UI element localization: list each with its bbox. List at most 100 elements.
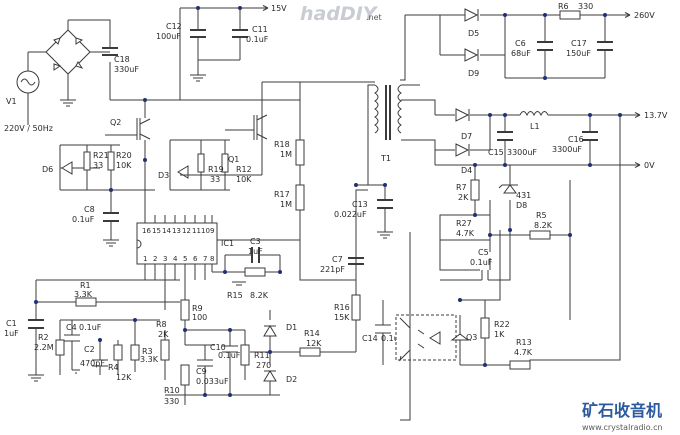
r6-ref: R6	[558, 2, 569, 11]
feedback-network	[439, 165, 621, 370]
ic1-chip	[136, 205, 218, 280]
r21-value: 33	[93, 161, 103, 170]
c13-value: 0.022uF	[334, 210, 367, 219]
watermark-suffix: .net	[366, 13, 382, 22]
lower-left-network	[28, 279, 180, 382]
r2-ref: R2	[38, 333, 49, 342]
c17-value: 150uF	[566, 49, 591, 58]
transformer-t1	[268, 81, 436, 186]
c16-value: 3300uF	[552, 145, 582, 154]
r4-value: 12K	[116, 373, 132, 382]
rail-15v-label: 15V	[271, 4, 287, 13]
c7-ref: C7	[332, 255, 343, 264]
r14-value: 12K	[306, 339, 322, 348]
c12-value: 100uF	[156, 32, 181, 41]
r6-value: 330	[578, 2, 593, 11]
rail-15v-network	[179, 5, 269, 100]
r17-value: 1M	[280, 200, 292, 209]
ic-pin-6: 6	[193, 255, 198, 263]
r27-ref: R27	[456, 219, 472, 228]
r19-ref: R19	[208, 165, 224, 174]
d4-ref: D4	[461, 166, 472, 175]
c6-value: 68uF	[511, 49, 531, 58]
r2-value: 2.2M	[34, 343, 54, 352]
c5-ref: C5	[478, 248, 489, 257]
r20-ref: R20	[116, 151, 132, 160]
c1-value: 1uF	[4, 329, 19, 338]
c4-ref: C4	[66, 323, 77, 332]
hv-output-network	[400, 8, 631, 81]
t1-ref: T1	[380, 154, 391, 163]
r12-ref: R12	[236, 165, 252, 174]
r15-ref: R15	[227, 291, 243, 300]
lower-middle-network	[160, 280, 357, 405]
c8-value: 0.1uF	[72, 215, 95, 224]
r18-value: 1M	[280, 150, 292, 159]
watermark: hadDIY	[300, 3, 379, 25]
c4-value: 0.1uF	[79, 323, 102, 332]
r13-value: 4.7K	[514, 348, 533, 357]
c10-ref: C10	[210, 343, 226, 352]
c12-ref: C12	[166, 22, 182, 31]
r7-ref: R7	[456, 183, 467, 192]
q2-driver-network	[59, 100, 155, 247]
l1-ref: L1	[530, 122, 540, 131]
r21-ref: R21	[93, 151, 109, 160]
ic-pin-11: 11	[192, 227, 201, 235]
c15-ref: C15	[488, 148, 504, 157]
r13-ref: R13	[516, 338, 532, 347]
c2-value: 470pF	[80, 359, 105, 368]
ic-pin-15: 15	[152, 227, 161, 235]
c15-value: 3300uF	[507, 148, 537, 157]
ic-pin-2: 2	[153, 255, 157, 263]
r11-ref: R11	[254, 351, 270, 360]
ic-pin-9: 9	[210, 227, 214, 235]
d1-ref: D1	[286, 323, 297, 332]
ac-source	[16, 52, 40, 125]
ground-left	[60, 85, 147, 107]
ic1-ref: IC1	[221, 239, 234, 248]
c7-value: 221pF	[320, 265, 345, 274]
d9-ref: D9	[468, 69, 479, 78]
r15-value: 8.2K	[250, 291, 269, 300]
q3-ref: Q3	[466, 333, 477, 342]
c3-value: 1uF	[248, 247, 263, 256]
c18-value: 330uF	[114, 65, 139, 74]
ic1-pins-top: 16 15 14 13 12 11 10 9	[142, 227, 214, 235]
c14-ref: C14	[362, 334, 378, 343]
r8-value: 2K	[158, 330, 169, 339]
r19-value: 33	[210, 175, 220, 184]
c2-ref: C2	[84, 345, 95, 354]
lv-output-network	[435, 108, 641, 168]
ic-pin-13: 13	[172, 227, 181, 235]
c1-ref: C1	[6, 319, 17, 328]
c6-ref: C6	[515, 39, 526, 48]
ic-pin-10: 10	[201, 227, 210, 235]
ic-pin-3: 3	[163, 255, 167, 263]
r3-value: 3.3K	[140, 355, 159, 364]
r18-ref: R18	[274, 140, 290, 149]
c3-ref: C3	[250, 237, 261, 246]
brand-url: www.crystalradio.cn	[582, 423, 663, 432]
c10-value: 0.1uF	[218, 351, 241, 360]
brand-title: 矿石收音机	[582, 401, 662, 420]
d5-ref: D5	[468, 29, 479, 38]
r10-ref: R10	[164, 386, 180, 395]
r22-value: 1K	[494, 330, 505, 339]
optocoupler	[395, 232, 457, 421]
r7-value: 2K	[458, 193, 469, 202]
r22-ref: R22	[494, 320, 510, 329]
r1-value: 3.3K	[74, 290, 93, 299]
r5-ref: R5	[536, 211, 547, 220]
d6-ref: D6	[42, 165, 53, 174]
c9-value: 0.033uF	[196, 377, 229, 386]
c14-value: 0.1uF	[381, 334, 404, 343]
r8-ref: R8	[156, 320, 167, 329]
d3-ref: D3	[158, 171, 169, 180]
ic-pin-14: 14	[162, 227, 171, 235]
d2-ref: D2	[286, 375, 297, 384]
source-ref: V1	[6, 97, 17, 106]
r1-ref: R1	[80, 281, 91, 290]
rail-0v-label: 0V	[644, 161, 655, 170]
